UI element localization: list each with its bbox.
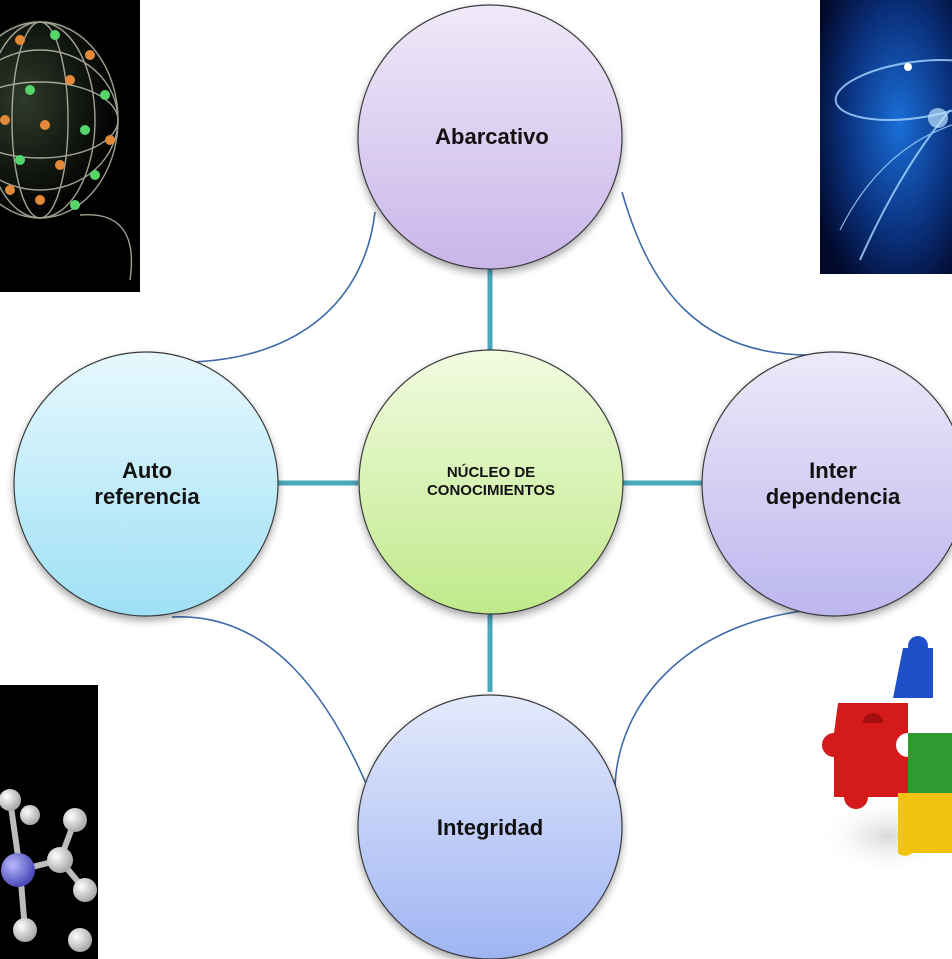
node-circle-left — [13, 351, 279, 617]
wireframe-globe-image — [0, 0, 140, 292]
arc-bottom-right — [614, 609, 813, 788]
node-circle-bottom — [357, 694, 623, 959]
connector-arcs — [171, 191, 813, 789]
node-circle-top — [357, 4, 623, 270]
blue-atom-image — [820, 0, 952, 274]
node-circle-center — [358, 349, 624, 615]
molecule-model-image — [0, 685, 98, 959]
arc-top-right — [621, 191, 811, 356]
puzzle-pieces-image — [808, 628, 952, 878]
node-circle-right — [701, 351, 952, 617]
arc-top-left — [191, 211, 376, 363]
arc-bottom-left — [171, 616, 369, 789]
